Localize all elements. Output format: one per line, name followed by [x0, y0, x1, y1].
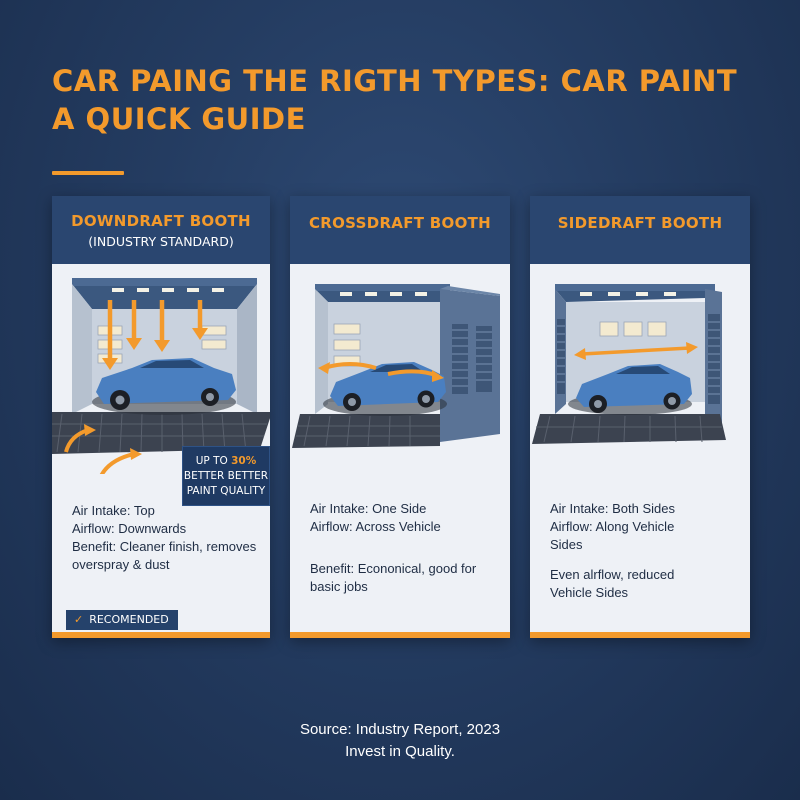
card-details: Air Intake: Top Airflow: Downwards Benef…	[72, 502, 262, 574]
tagline: Invest in Quality.	[345, 743, 455, 760]
crossdraft-booth-illustration	[292, 284, 500, 448]
badge-value: 30%	[231, 455, 257, 467]
card-details: Air Intake: One Side Airflow: Across Veh…	[310, 500, 502, 596]
card-bottom-accent	[530, 632, 750, 638]
downdraft-booth-illustration	[52, 278, 270, 474]
source-note: Source: Industry Report, 2023	[299, 721, 501, 738]
card-bottom-accent	[52, 632, 270, 638]
quality-badge: UP TO 30% BETTER BETTER PAINT QUALITY	[182, 446, 270, 506]
page-title-line-2: A QUICK GUIDE	[52, 102, 306, 136]
detail-airflow: Airflow: Across Vehicle	[310, 519, 441, 534]
detail-airflow-cont: Sides	[550, 537, 583, 552]
page-title-line-1: CAR PAING THE RIGTH TYPES: CAR PAINT	[52, 64, 738, 98]
badge-prefix: UP TO	[195, 455, 228, 467]
card-title: SIDEDRAFT BOOTH	[557, 214, 723, 232]
title-underline	[52, 171, 124, 175]
detail-benefit-cont: Vehicle Sides	[550, 585, 629, 600]
card-header: CROSSDRAFT BOOTH	[290, 196, 510, 264]
check-icon: ✓	[74, 613, 84, 626]
page-title: CAR PAING THE RIGTH TYPES: CAR PAINT A Q…	[52, 62, 752, 138]
recommended-label: RECOMENDED	[89, 613, 169, 626]
detail-benefit: Benefit: Cleaner finish, removes	[72, 539, 257, 554]
card-crossdraft-booth: CROSSDRAFT BOOTH	[290, 196, 510, 638]
card-title: CROSSDRAFT BOOTH	[308, 214, 492, 232]
detail-benefit-cont: basic jobs	[310, 579, 368, 594]
detail-benefit: Benefit: Econonical, good for	[310, 561, 477, 576]
detail-air-intake: Air Intake: Both Sides	[550, 501, 676, 516]
card-sidedraft-booth: SIDEDRAFT BOOTH	[530, 196, 750, 638]
detail-benefit: Even alrflow, reduced	[550, 567, 675, 582]
badge-line-2: BETTER BETTER	[183, 470, 269, 482]
detail-air-intake: Air Intake: One Side	[310, 501, 427, 516]
card-header: SIDEDRAFT BOOTH	[530, 196, 750, 264]
detail-benefit-cont: overspray & dust	[72, 557, 170, 572]
card-downdraft-booth: DOWNDRAFT BOOTH (INDUSTRY STANDARD)	[52, 196, 270, 638]
sidedraft-booth-illustration	[532, 284, 726, 444]
detail-airflow: Airflow: Downwards	[72, 521, 187, 536]
card-bottom-accent	[290, 632, 510, 638]
detail-airflow: Airflow: Along Vehicle	[550, 519, 675, 534]
recommended-tag: ✓ RECOMENDED	[66, 610, 178, 630]
card-header: DOWNDRAFT BOOTH (INDUSTRY STANDARD)	[52, 196, 270, 264]
card-details: Air Intake: Both Sides Airflow: Along Ve…	[550, 500, 742, 602]
card-subtitle: (INDUSTRY STANDARD)	[88, 234, 234, 249]
badge-line-3: PAINT QUALITY	[186, 485, 266, 497]
card-title: DOWNDRAFT BOOTH	[71, 212, 251, 230]
detail-air-intake: Air Intake: Top	[72, 503, 155, 518]
